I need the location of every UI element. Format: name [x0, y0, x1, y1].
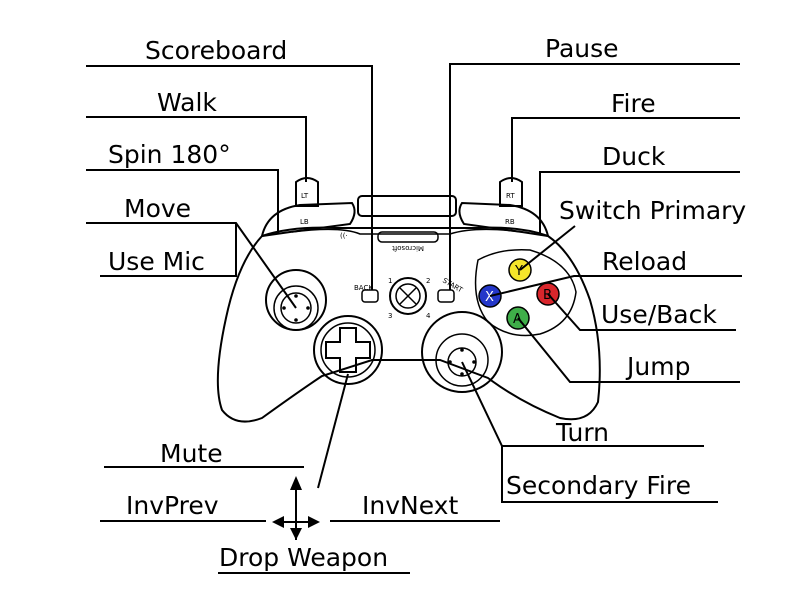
svg-text:Y: Y: [514, 264, 523, 279]
brand-plate: [377, 231, 439, 243]
face-buttons-housing: [474, 248, 577, 337]
label-walk: Walk: [157, 88, 217, 117]
label-fire: Fire: [611, 89, 656, 118]
d-pad: [313, 315, 383, 385]
quadrant-4: 4: [426, 312, 431, 320]
label-move: Move: [124, 194, 191, 223]
center-buttons: BACK START 1 2 3 4: [354, 277, 464, 320]
quadrant-3: 3: [388, 312, 392, 320]
label-use-mic: Use Mic: [108, 247, 205, 276]
back-label: BACK: [354, 284, 373, 292]
lb-label: LB: [300, 218, 309, 226]
label-switch-primary: Switch Primary: [559, 196, 746, 225]
label-scoreboard: Scoreboard: [145, 36, 287, 65]
label-pause: Pause: [545, 34, 619, 63]
four-way-arrow-icon: [272, 476, 320, 540]
label-spin: Spin 180°: [108, 140, 231, 169]
svg-text:A: A: [513, 312, 522, 327]
controller: LT RT LB RB Microsoft ((·: [216, 177, 601, 423]
controller-outline: [216, 226, 601, 423]
guide-button: [389, 277, 427, 315]
label-duck: Duck: [602, 142, 666, 171]
brand-label: Microsoft: [392, 244, 424, 252]
right-thumbstick: [421, 311, 503, 393]
label-inv-prev: InvPrev: [126, 491, 219, 520]
left-thumbstick: [265, 269, 327, 331]
svg-text:B: B: [543, 288, 552, 303]
headset-port-icon: ((·: [340, 232, 348, 240]
svg-text:X: X: [485, 290, 494, 305]
label-secondary-fire: Secondary Fire: [506, 471, 691, 500]
label-inv-next: InvNext: [362, 491, 458, 520]
rb-label: RB: [505, 218, 515, 226]
quadrant-1: 1: [388, 277, 392, 285]
top-connector: [357, 195, 457, 217]
quadrant-2: 2: [426, 277, 430, 285]
label-reload: Reload: [602, 247, 687, 276]
label-turn: Turn: [555, 418, 609, 447]
left-bumper: [260, 201, 356, 238]
right-bumper: [458, 201, 550, 238]
top-band: [291, 228, 523, 235]
labels: Scoreboard Walk Spin 180° Move Use Mic P…: [108, 34, 746, 572]
label-jump: Jump: [625, 352, 690, 381]
lt-label: LT: [301, 192, 309, 200]
leader-lines: [86, 63, 742, 574]
label-mute: Mute: [160, 439, 223, 468]
label-use-back: Use/Back: [601, 300, 717, 329]
rt-label: RT: [506, 192, 515, 200]
label-drop-weapon: Drop Weapon: [219, 543, 388, 572]
left-trigger: [295, 177, 319, 207]
start-label: START: [441, 277, 464, 295]
